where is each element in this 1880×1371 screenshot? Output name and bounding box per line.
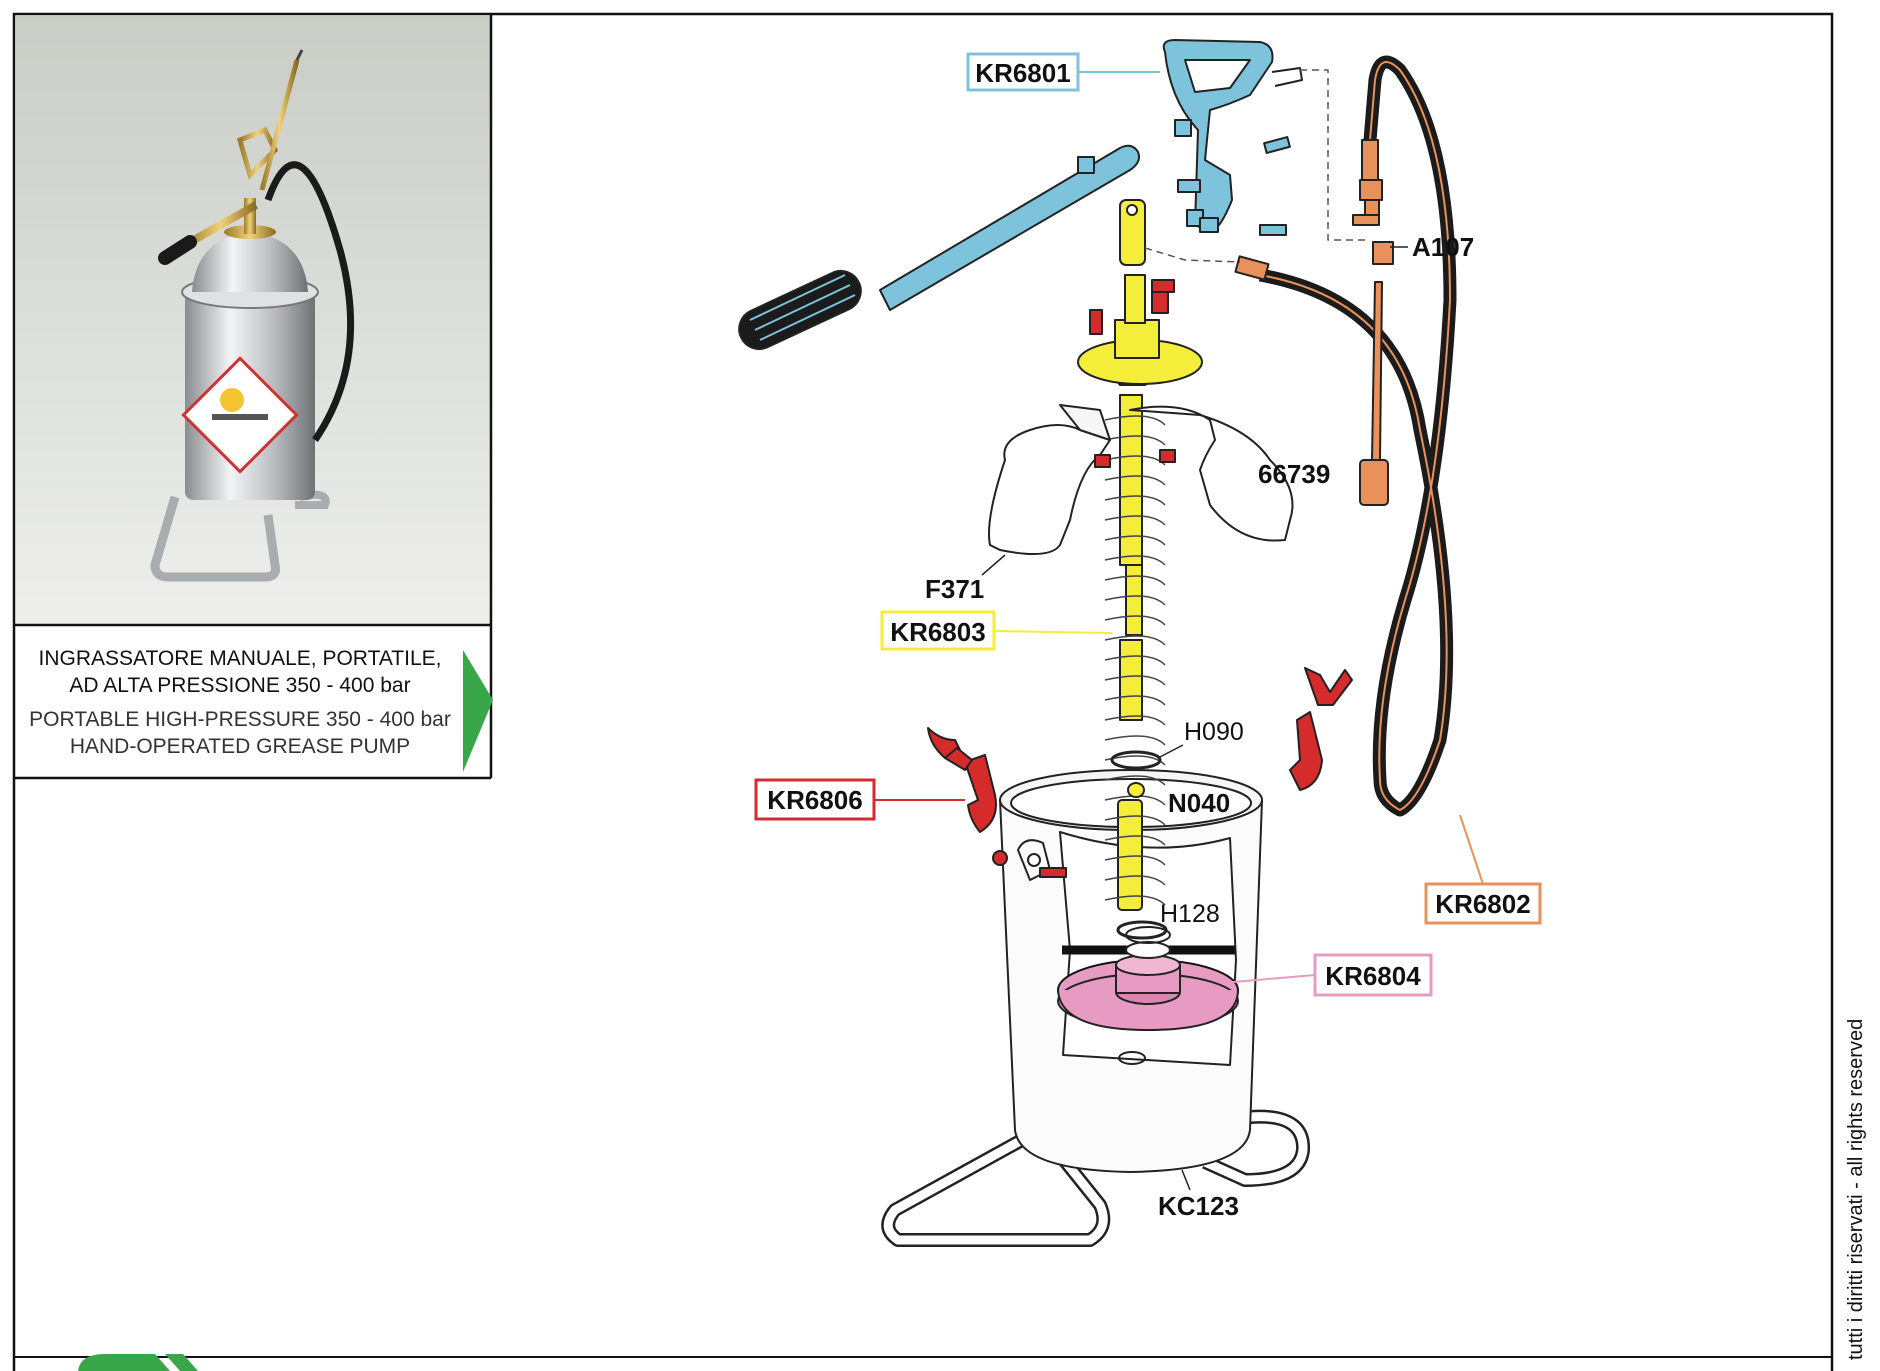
hose-fittings xyxy=(1234,139,1394,506)
bolts xyxy=(1077,119,1291,236)
label-66739: 66739 xyxy=(1258,459,1330,489)
label-n040: N040 xyxy=(1168,788,1230,818)
label-a107: A107 xyxy=(1412,232,1474,262)
page-frame xyxy=(12,12,1834,1371)
hose-kr6802 xyxy=(1258,55,1457,817)
label-f371: F371 xyxy=(925,574,984,604)
ring-h128 xyxy=(1116,920,1168,940)
footer-green-arrow xyxy=(165,1354,198,1371)
part-labels: KR6801 A107 66739 F371 KR6803 H090 N040 … xyxy=(754,52,1542,1221)
label-h128: H128 xyxy=(1160,900,1220,928)
piston-kr6803 xyxy=(1077,199,1203,911)
wing-nuts-kr6806 xyxy=(927,667,1353,878)
leader-kc123 xyxy=(1181,1169,1191,1191)
leader-f371 xyxy=(981,554,1006,576)
red-screws xyxy=(1089,279,1175,335)
label-kr6802: KR6802 xyxy=(1435,889,1530,919)
ring-h090 xyxy=(1110,750,1162,770)
lid-f371 xyxy=(988,404,1294,555)
footer-green-tab xyxy=(78,1354,170,1371)
label-box-kr6803 xyxy=(880,610,996,651)
stand-kc123 xyxy=(881,1109,1310,1247)
rights-notice: tutti i diritti riservati - all rights r… xyxy=(1845,1019,1867,1360)
label-kc123: KC123 xyxy=(1158,1191,1239,1221)
product-title-box: INGRASSATORE MANUALE, PORTATILE, AD ALTA… xyxy=(14,647,493,780)
spring xyxy=(1104,415,1166,906)
title-it-line2: AD ALTA PRESSIONE 350 - 400 bar xyxy=(69,674,410,697)
green-arrow-icon xyxy=(463,650,493,772)
title-en-line1: PORTABLE HIGH-PRESSURE 350 - 400 bar xyxy=(29,708,451,731)
dash-guides xyxy=(1144,69,1365,263)
label-kr6806: KR6806 xyxy=(767,785,862,815)
label-box-kr6804 xyxy=(1313,953,1433,997)
leader-kr6802 xyxy=(1459,814,1484,885)
leader-kr6803 xyxy=(993,630,1113,634)
label-h090: H090 xyxy=(1184,718,1244,746)
title-it-line1: INGRASSATORE MANUALE, PORTATILE, xyxy=(39,647,442,670)
title-en-line2: HAND-OPERATED GREASE PUMP xyxy=(70,735,410,758)
grip-texture xyxy=(749,274,856,341)
diagram-drawing xyxy=(738,39,1457,1247)
leader-kr6804 xyxy=(1221,974,1316,984)
leader-h090 xyxy=(1157,744,1184,759)
label-kr6803: KR6803 xyxy=(890,617,985,647)
product-photo xyxy=(14,14,493,778)
label-kr6801: KR6801 xyxy=(975,58,1070,88)
ball-n040 xyxy=(1127,782,1145,798)
grease-can xyxy=(999,769,1263,1173)
label-kr6804: KR6804 xyxy=(1325,961,1421,991)
label-box-kr6801 xyxy=(966,52,1080,92)
